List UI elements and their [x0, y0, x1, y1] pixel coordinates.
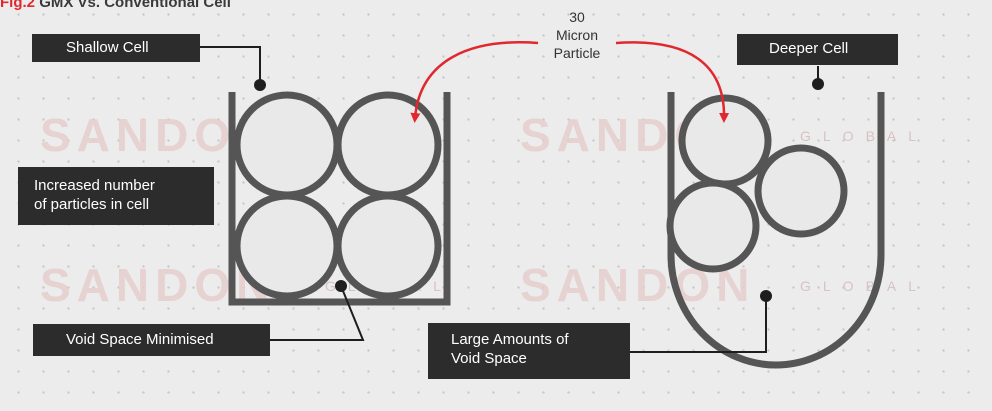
label-particle-size: 30 Micron Particle	[537, 8, 617, 62]
particle-deeper-2	[754, 144, 848, 238]
arrow-to-shallow-particle	[410, 41, 539, 123]
label-shallow-cell: Shallow Cell	[32, 34, 200, 62]
callout-line-shallow-cell	[200, 46, 261, 85]
label-particle-size-line-1: 30	[569, 9, 585, 25]
particle-deeper-3	[666, 179, 760, 273]
label-large-void-line-2: Void Space	[451, 350, 527, 367]
label-particle-size-line-3: Particle	[553, 45, 601, 61]
label-increased-particles-line-2: of particles in cell	[34, 196, 150, 213]
label-large-void: Large Amounts of Void Space	[428, 323, 630, 379]
particle-shallow-1	[233, 91, 341, 199]
callout-dot-deeper-cell	[812, 78, 824, 90]
deeper-cell-outline	[667, 92, 885, 369]
callout-line-void-minimised	[270, 285, 365, 341]
watermark-sub-top-right: GLOBAL	[800, 128, 929, 144]
label-large-void-line-1: Large Amounts of	[451, 331, 569, 348]
arrow-to-deeper-particle	[615, 41, 730, 123]
figure-title: Fig.2 GMX Vs. Conventional Cell	[0, 0, 231, 11]
callout-line-large-void	[630, 296, 767, 353]
label-void-minimised: Void Space Minimised	[33, 324, 270, 356]
label-increased-particles-line-1: Increased number	[34, 177, 155, 194]
particle-shallow-3	[233, 192, 341, 300]
label-deeper-cell: Deeper Cell	[737, 34, 898, 65]
particle-shallow-2	[334, 91, 442, 199]
label-particle-size-line-2: Micron	[555, 27, 598, 43]
label-increased-particles: Increased number of particles in cell	[18, 167, 214, 225]
particle-shallow-4	[334, 192, 442, 300]
figure-number: Fig.2	[0, 0, 36, 11]
shallow-cell-outline	[228, 92, 451, 306]
figure-title-text: GMX Vs. Conventional Cell	[39, 0, 231, 11]
callout-dot-shallow-cell	[254, 79, 266, 91]
watermark-sub-bottom-right: GLOBAL	[800, 278, 929, 294]
